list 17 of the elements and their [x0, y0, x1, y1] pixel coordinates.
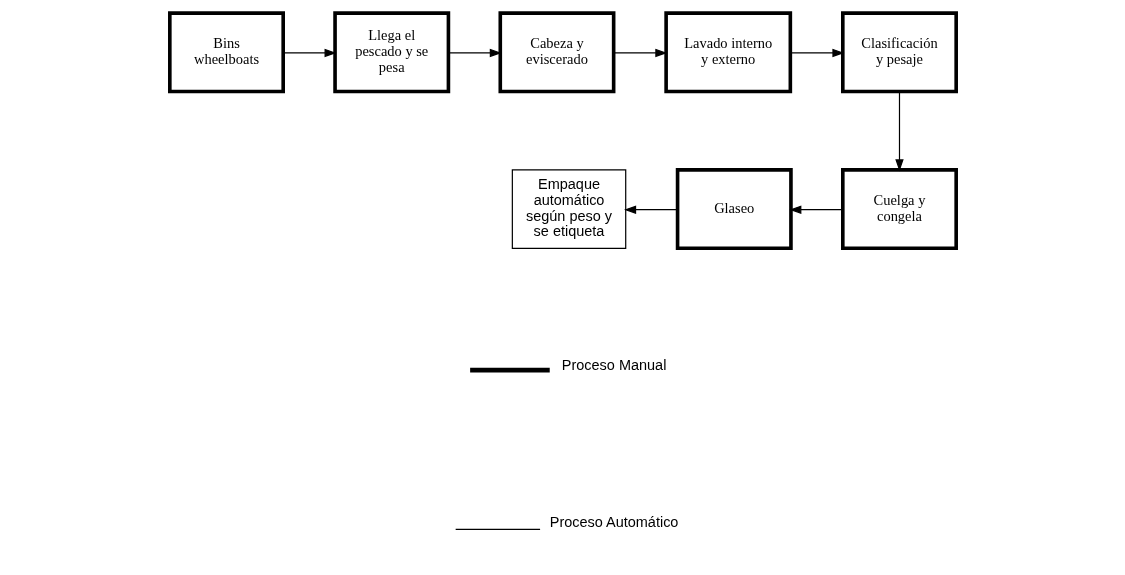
node-box: Llega el pescado y se pesa — [332, 11, 450, 94]
node-box: Cabeza y eviscerado — [497, 11, 615, 94]
arrow — [623, 205, 678, 214]
legend-label: Proceso Manual — [561, 357, 666, 374]
legend-label: Proceso Automático — [549, 514, 678, 531]
arrow — [894, 91, 904, 172]
arrow — [788, 205, 843, 214]
node-box: Bins wheelboats — [167, 11, 285, 94]
node-box: Lavado interno y externo — [663, 11, 792, 94]
node-box: Cuelga y congela — [840, 168, 958, 251]
arrow — [282, 48, 337, 58]
node-box: Clasificación y pesaje — [840, 11, 958, 94]
node-box: Glaseo — [675, 168, 793, 251]
arrow — [447, 48, 502, 58]
arrow — [612, 48, 667, 58]
node-box: Empaque automático según peso y se etiqueta — [511, 169, 626, 249]
arrow — [789, 48, 844, 58]
